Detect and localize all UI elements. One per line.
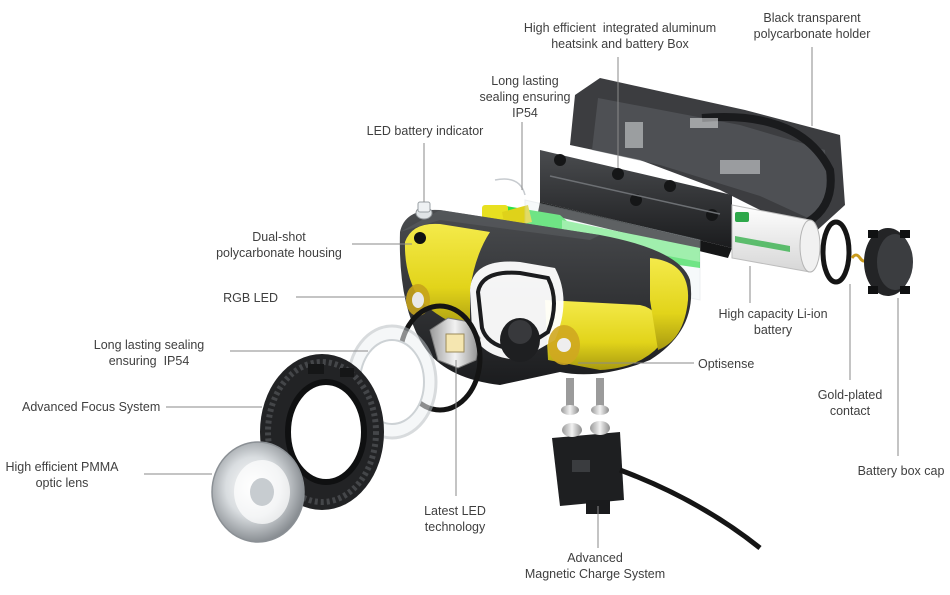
label-battery-indicator: LED battery indicator (366, 124, 484, 138)
li-ion-battery (731, 204, 821, 273)
label-optisense: Optisense (698, 357, 755, 371)
label-gold: Gold-plated contact (817, 388, 883, 418)
label-holder: Black transparent polycarbonate holder (753, 11, 871, 41)
leader-lines (144, 47, 899, 548)
magnetic-charge-part (552, 378, 762, 550)
polycarbonate-holder (570, 78, 845, 235)
focus-knob (500, 318, 540, 362)
label-lens: High efficient PMMA optic lens (5, 460, 119, 490)
label-cap: Battery box cap (857, 464, 945, 478)
label-rgb-led: RGB LED (223, 291, 278, 305)
battery-o-ring (820, 219, 852, 285)
label-sealing-left: Long lasting sealing ensuring IP54 (93, 338, 205, 368)
label-focus: Advanced Focus System (22, 400, 161, 414)
label-heatsink: High efficient integrated aluminum heats… (523, 21, 717, 51)
battery-box-cap (864, 228, 913, 296)
led-module (429, 317, 481, 369)
aluminum-heatsink (538, 150, 732, 258)
label-charge: Advanced Magnetic Charge System (524, 551, 666, 581)
led-battery-indicator-part (415, 201, 433, 220)
optisense-part (548, 325, 580, 365)
pmma-optic-lens (211, 441, 305, 543)
label-housing: Dual-shot polycarbonate housing (216, 230, 342, 260)
label-led-tech: Latest LED technology (424, 504, 486, 534)
label-sealing-top: Long lasting sealing ensuring IP54 (479, 74, 571, 120)
label-li-ion: High capacity Li-ion battery (718, 307, 828, 337)
